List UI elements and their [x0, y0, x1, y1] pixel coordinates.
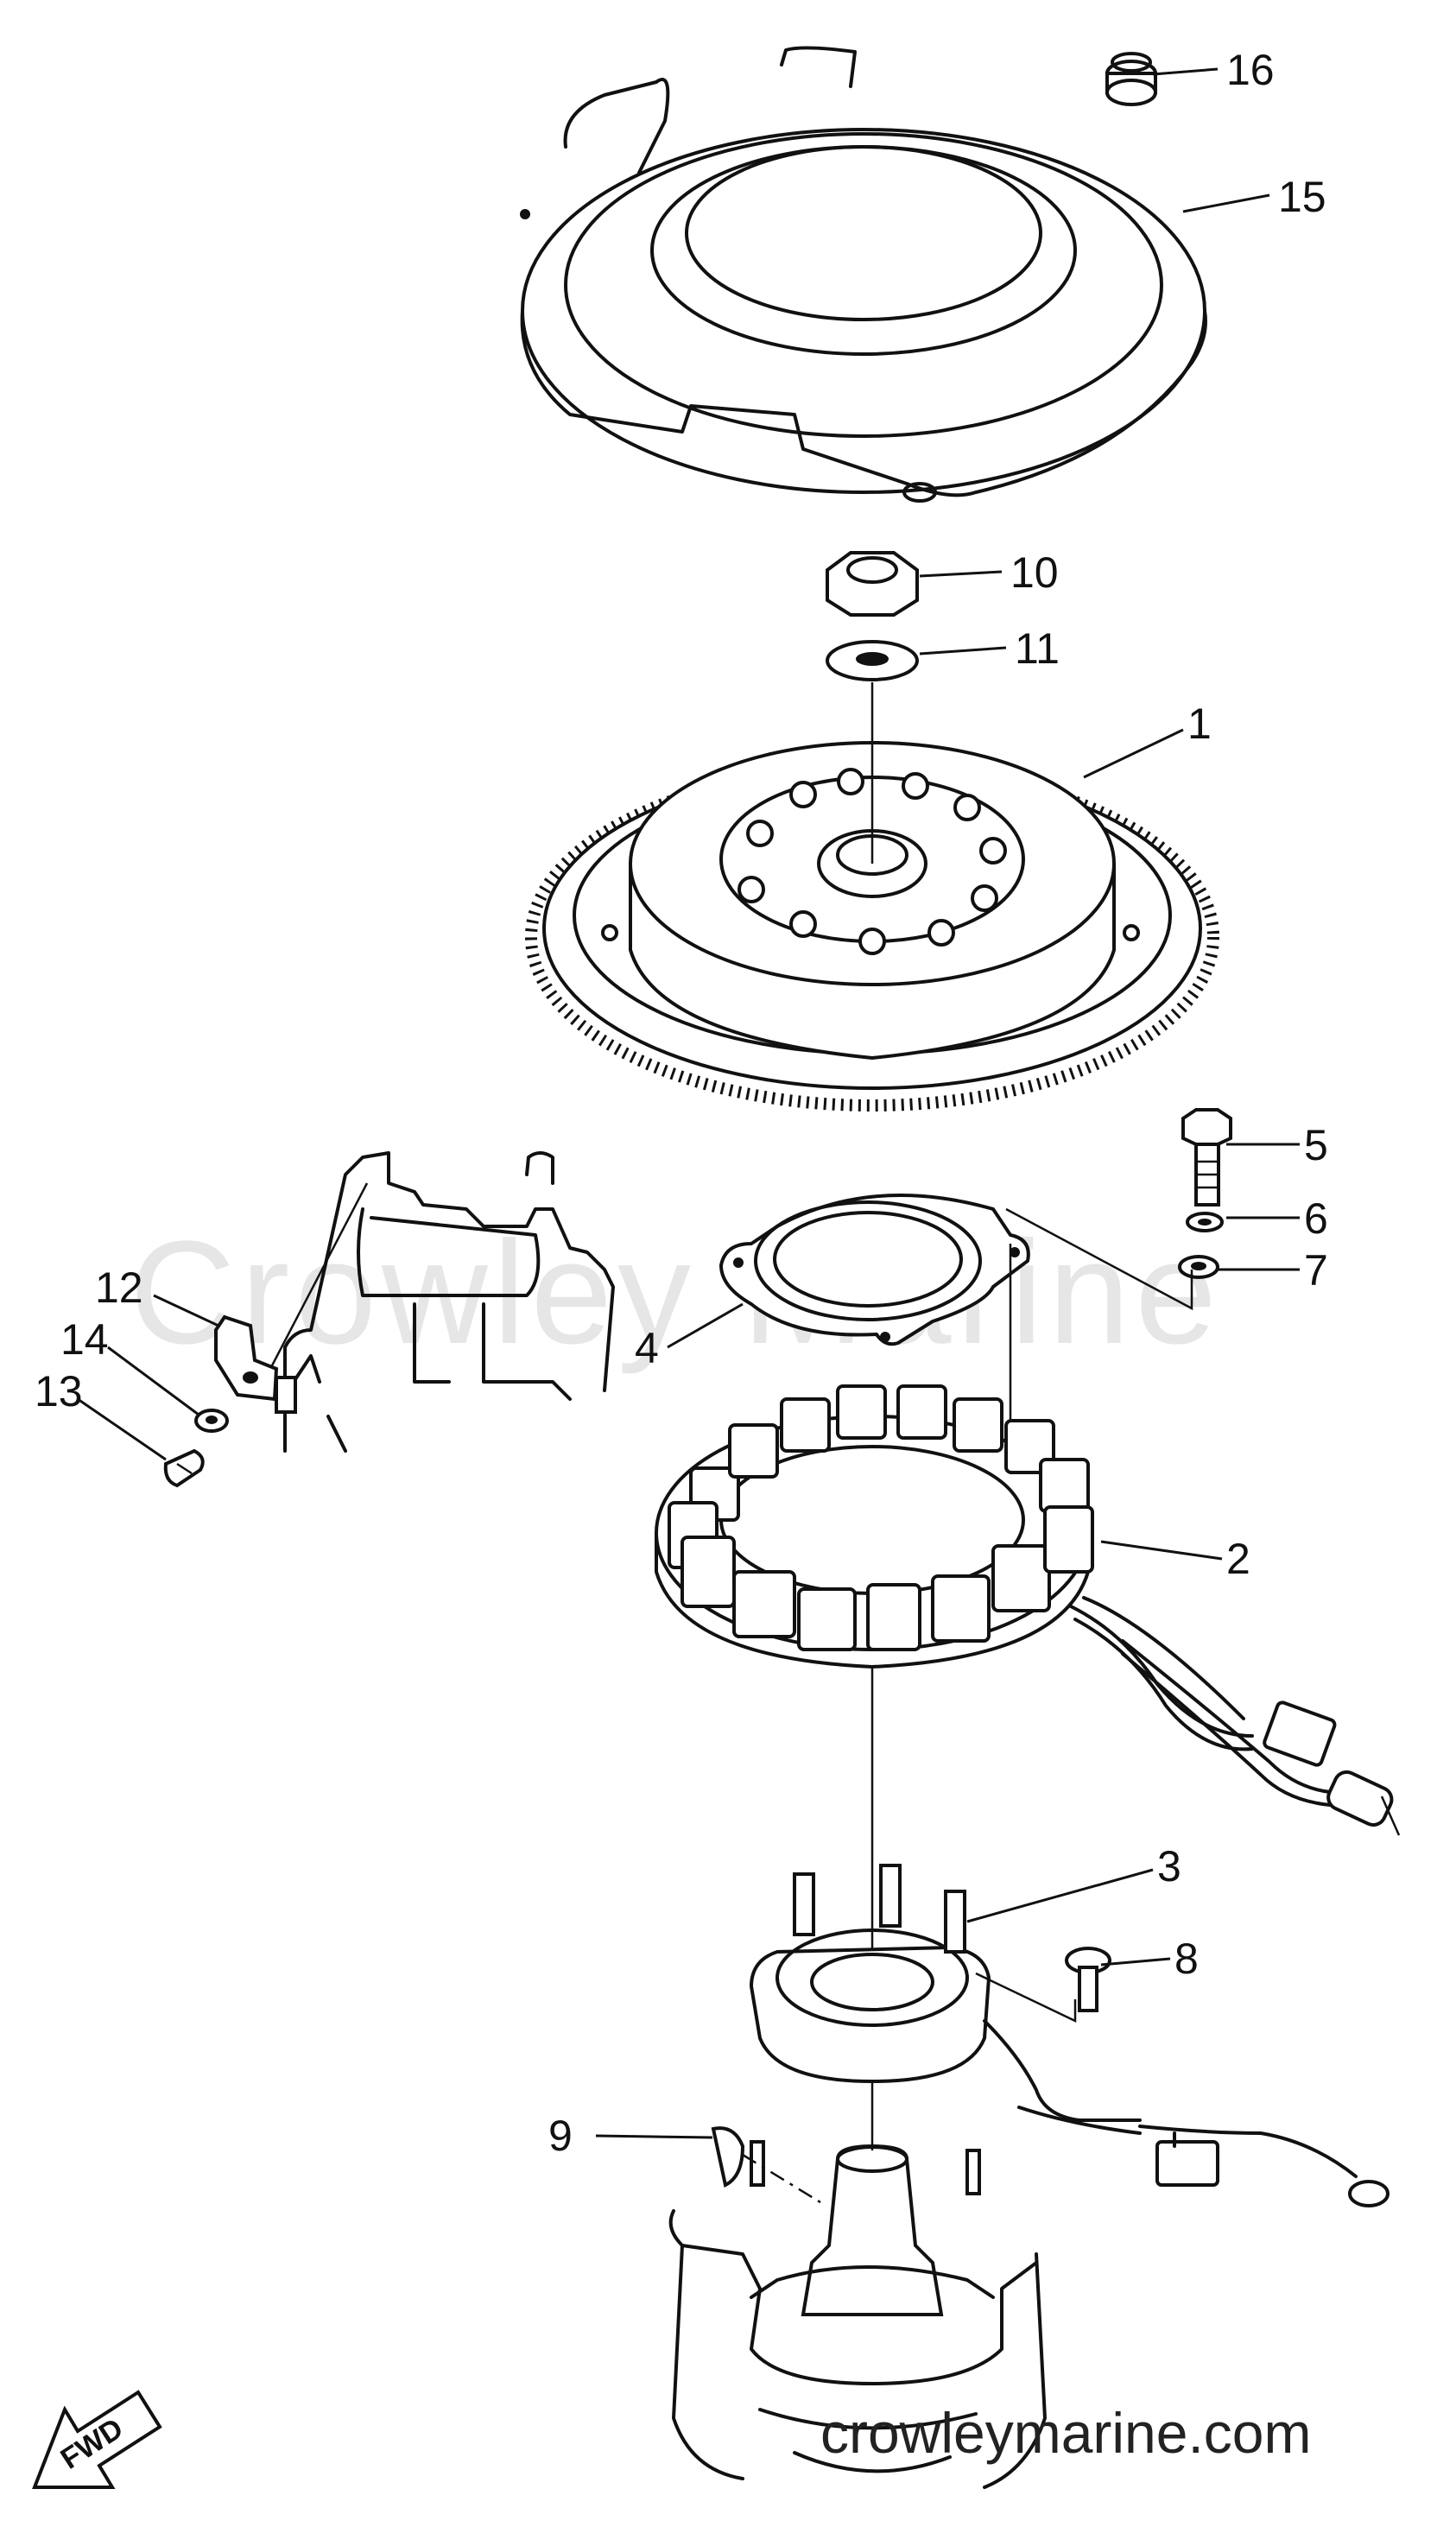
- callout-4: 4: [635, 1324, 659, 1372]
- fwd-arrow-icon: FWD: [32, 2390, 162, 2489]
- watermark-text: Crowley Marine: [130, 1211, 1222, 1375]
- callout-2: 2: [1226, 1535, 1250, 1583]
- callout-10: 10: [1010, 548, 1059, 597]
- stator-base-plate-icon: [719, 1194, 1030, 1346]
- callout-14: 14: [60, 1315, 109, 1364]
- callout-12: 12: [95, 1264, 143, 1312]
- washer-icon: [194, 1409, 229, 1433]
- callout-15: 15: [1278, 173, 1326, 221]
- screw-icon: [1065, 1947, 1111, 2012]
- callout-5: 5: [1304, 1121, 1328, 1169]
- woodruff-key-icon: [711, 2126, 745, 2188]
- flat-washer-icon: [1178, 1255, 1219, 1279]
- flywheel-cover-icon: [520, 46, 1207, 503]
- crankcase-icon: [275, 1151, 615, 1453]
- callout-labels: 16 15 10 11 1 5 6 7 4 2 3 8 9 12 14 13: [35, 46, 1328, 2160]
- callout-7: 7: [1304, 1246, 1328, 1295]
- callout-16: 16: [1226, 46, 1275, 94]
- callout-11: 11: [1015, 624, 1060, 673]
- site-url: crowleymarine.com: [820, 2401, 1311, 2465]
- callout-3: 3: [1157, 1842, 1181, 1890]
- stator-coil-icon: [655, 1384, 1401, 1836]
- callout-9: 9: [548, 2112, 573, 2160]
- bolt-icon: [1181, 1108, 1232, 1206]
- callout-8: 8: [1174, 1935, 1199, 1983]
- washer-icon: [826, 640, 919, 681]
- leader-lines: [77, 67, 1300, 2139]
- pulser-coil-base-icon: [749, 1864, 1390, 2207]
- bracket-icon: [214, 1314, 279, 1402]
- callout-1: 1: [1187, 700, 1212, 748]
- callout-6: 6: [1304, 1194, 1328, 1243]
- crankshaft-icon: [668, 2140, 1047, 2489]
- bolt-icon: [163, 1448, 205, 1488]
- spring-washer-icon: [1186, 1212, 1224, 1232]
- grommet-icon: [1105, 52, 1157, 106]
- callout-13: 13: [35, 1367, 83, 1416]
- flywheel-nut-icon: [826, 551, 919, 617]
